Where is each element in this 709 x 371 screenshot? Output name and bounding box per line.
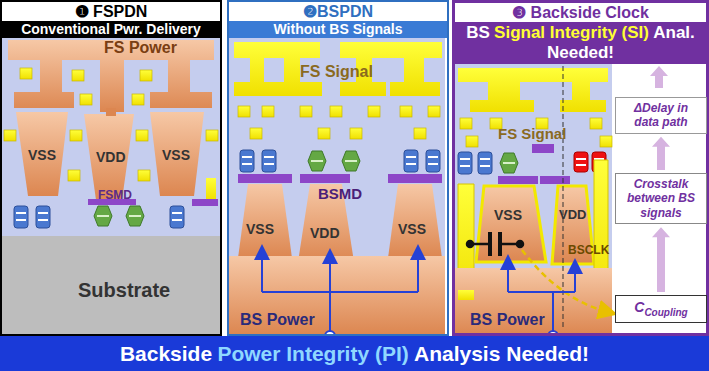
part-label: Substrate [78,280,170,300]
panel: ❷BSPDNWithout BS Signals [227,0,449,336]
node-text: ❶ FSPDN [75,3,148,20]
part-label: VSS [246,222,274,236]
part-label: BSMD [318,186,362,201]
capacitor-symbol [467,232,523,256]
up-arrow [650,66,668,88]
node-text: Analysis Needed! [414,342,589,366]
node-text: Coupling [644,307,687,318]
part-label: FS Power [104,40,177,56]
part-label: BS Power [470,312,545,328]
panel-subtitle: BSSignal Integrity (SI)Anal. Needed! [455,22,706,64]
banner: BacksidePower Integrity (PI)Analysis Nee… [0,336,709,371]
part-label: FSMD [98,189,132,201]
cause-box: CCoupling [615,295,707,323]
part-label: BS Power [240,312,315,328]
effect-box: Crosstalk between BS signals [615,173,707,224]
flow-arrow [652,137,670,170]
node-text: Signal Integrity (SI) [494,23,649,42]
effect-box: ΔDelay in data path [615,97,707,134]
part-label: VSS [28,148,56,162]
node-text: Backside [120,342,212,366]
node-text: Conventional Pwr. Delivery [21,21,201,37]
panel-title: ❸ Backside Clock [455,3,706,22]
fspdn-illustration [2,36,220,335]
panel-subtitle: Conventional Pwr. Delivery [2,21,220,38]
part-label: FS Signal [300,64,373,80]
part-label: VSS [494,208,522,222]
node-text: ❸ Backside Clock [512,4,649,21]
node-text: ❷BSPDN [303,3,373,20]
part-label: VDD [559,208,586,221]
bspdn-illustration [229,36,445,341]
flow-arrow [652,227,670,292]
part-label: BSCLK [568,244,609,256]
node-text: BS [466,23,490,42]
panel-title: ❶ FSPDN [2,2,220,21]
part-label: FS Signal [498,126,566,141]
dashed-divider [563,66,564,330]
panel: ❸ Backside ClockBSSignal Integrity (SI)A… [452,0,709,336]
part-label: VSS [162,148,190,162]
node-text: Without BS Signals [274,21,403,37]
part-label: VSS [398,222,426,236]
panel-subtitle: Without BS Signals [229,21,447,38]
node-text: C [634,299,644,315]
node-text: Power Integrity (PI) [217,342,408,366]
panel-title: ❷BSPDN [229,2,447,21]
part-label: VDD [96,150,126,164]
node-text: ΔDelay in data path [634,101,688,129]
part-label: VDD [310,226,340,240]
coupling-arrow [522,250,608,312]
node-text: Crosstalk between BS signals [627,177,695,220]
